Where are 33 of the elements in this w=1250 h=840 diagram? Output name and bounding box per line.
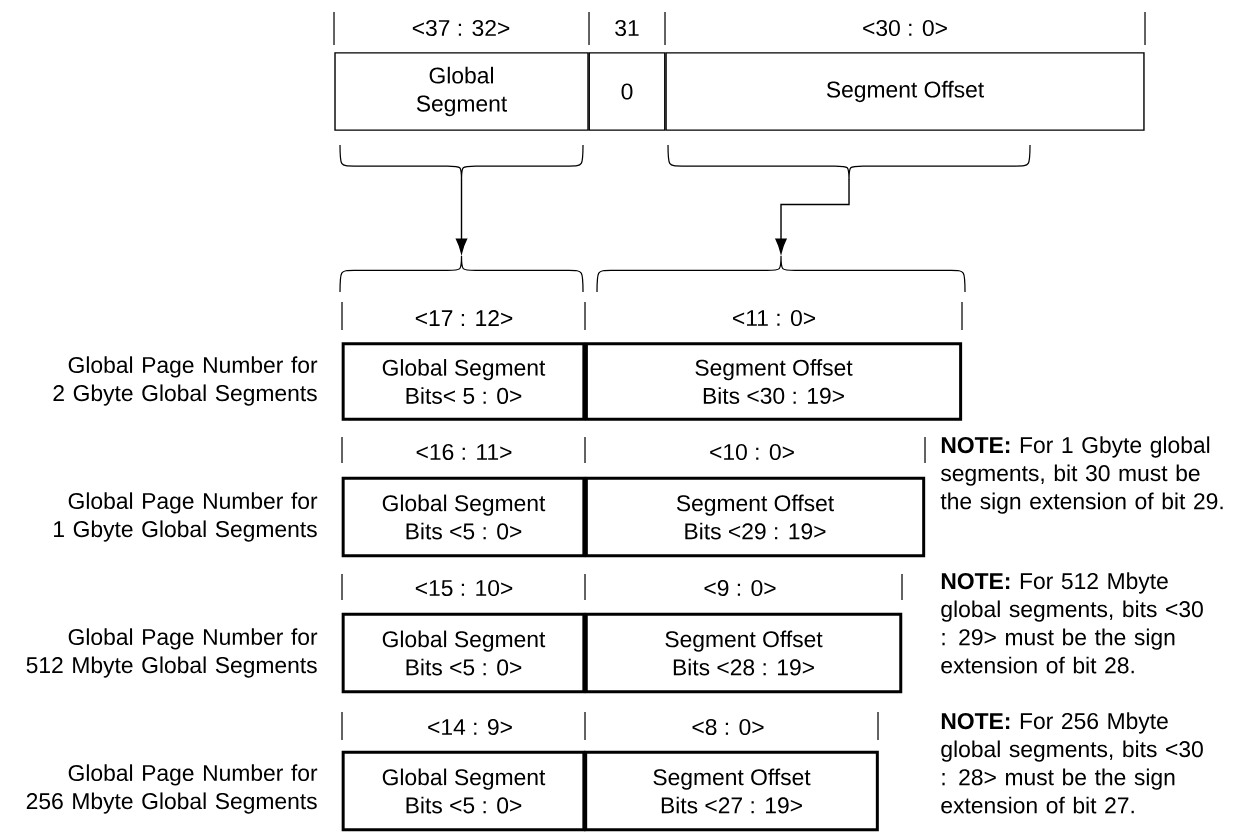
field-box: Segment Offset Bits <30 : 19>	[584, 342, 963, 421]
field-box: Global Segment Bits< 5 : 0>	[341, 342, 586, 421]
row-label: Global Page Number for 1 Gbyte Global Segments	[54, 492, 318, 542]
note: NOTE: For 512 Mbyte global segments, bits <30 : 29> must be the sign extension of bit 28.	[941, 572, 1203, 674]
bit-range: <16 : 11>	[416, 443, 512, 461]
bit-range: <9 : 0>	[704, 579, 776, 597]
field-box: 0	[588, 52, 666, 131]
arrow	[455, 178, 468, 254]
row-label: Global Page Number for 512 Mbyte Global Segments	[26, 628, 318, 678]
note: NOTE: For 256 Mbyte global segments, bits <30 : 28> must be the sign extension of bit 27.	[941, 712, 1203, 814]
field-box: Segment Offset Bits <29 : 19>	[584, 476, 926, 558]
field-box: Global Segment Bits <5 : 0>	[341, 612, 586, 694]
field-box: Segment Offset	[665, 52, 1145, 131]
field-box: Segment Offset Bits <27 : 19>	[584, 750, 879, 832]
bit-range: <15 : 10>	[415, 579, 513, 597]
field-box: Global Segment Bits <5 : 0>	[341, 750, 586, 832]
curly-brace	[339, 255, 584, 293]
bit-range: 31	[615, 19, 639, 37]
bit-range: <8 : 0>	[692, 718, 764, 736]
bit-range: <11 : 0>	[733, 309, 815, 327]
bit-range: <14 : 9>	[428, 718, 512, 736]
curly-brace	[596, 255, 966, 293]
row-label: Global Page Number for 2 Gbyte Global Segments	[53, 356, 318, 406]
arrow	[775, 178, 850, 254]
bit-range: <10 : 0>	[710, 443, 794, 461]
row-label: Global Page Number for 256 Mbyte Global Segments	[26, 764, 318, 814]
bit-range: <17 : 12>	[415, 310, 513, 326]
note: NOTE: For 1 Gbyte global segments, bit 30 must be the sign extension of bit 29.	[940, 436, 1223, 514]
field-box: Global Segment Bits <5 : 0>	[341, 476, 586, 558]
curly-brace	[339, 144, 584, 181]
curly-brace	[667, 144, 1031, 181]
field-box: Segment Offset Bits <28 : 19>	[584, 612, 903, 694]
field-box: Global Segment	[334, 52, 589, 131]
